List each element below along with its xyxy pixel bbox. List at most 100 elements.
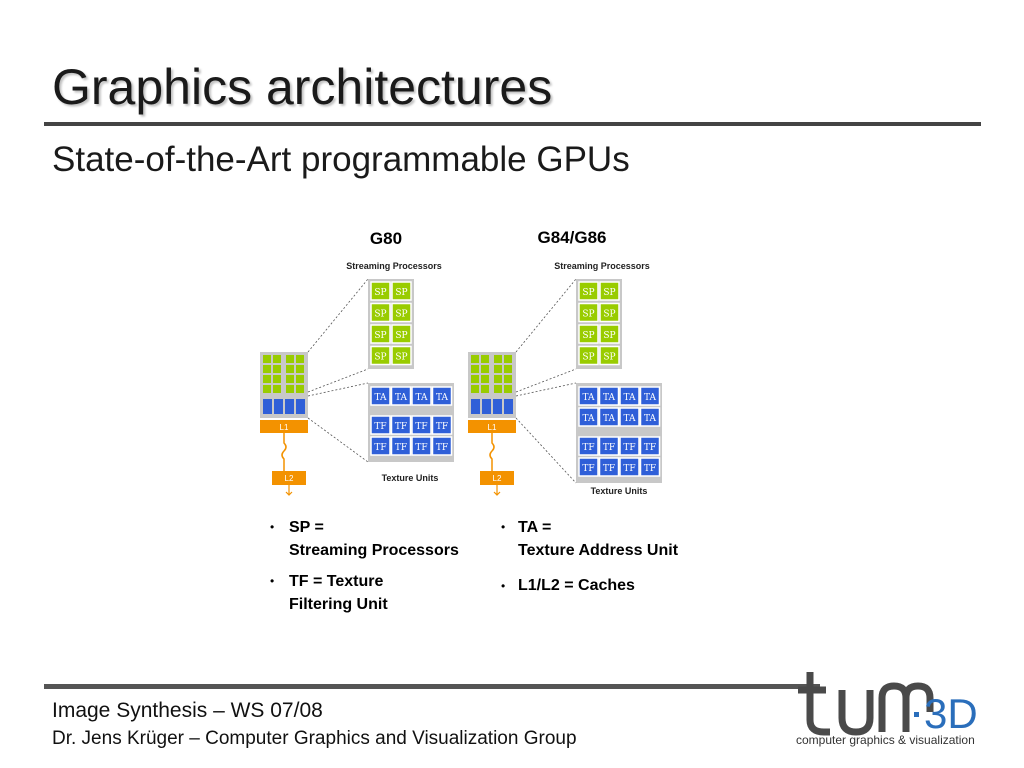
bullet-ta: TA =Texture Address Unit: [518, 519, 679, 559]
ta-cell: [578, 407, 599, 427]
chip-sp-cell: [273, 385, 281, 393]
tf-cell-label: TF: [644, 464, 656, 474]
chip-l2-cache: [480, 471, 514, 485]
ta-cell: [370, 386, 391, 406]
sp-cell-label: SP: [395, 331, 407, 341]
ta-cell-label: TA: [395, 393, 408, 403]
bullet-marker: •: [270, 574, 274, 588]
tf-cell-label: TF: [582, 443, 594, 453]
sp-cell: [578, 302, 599, 323]
chip-sp-cell: [481, 375, 489, 383]
sp-cell: [391, 281, 412, 301]
sp-cell-label: SP: [374, 310, 386, 320]
sp-cell-label: SP: [395, 353, 407, 363]
sp-cell-label: SP: [603, 353, 615, 363]
leader-line: [307, 278, 369, 353]
ta-cell: [598, 386, 620, 406]
ta-cell-label: TA: [623, 393, 636, 403]
chip-tex-cell: [471, 399, 480, 414]
sp-cell-label: SP: [582, 288, 594, 298]
chip-l1-cache: [260, 420, 308, 433]
chip-sp-cell: [494, 375, 502, 383]
bullet-sp: SP =Streaming Processors: [289, 519, 459, 559]
tf-cell: [370, 415, 391, 435]
sp-cell-label: SP: [603, 288, 615, 298]
ta-cell-label: TA: [644, 393, 657, 403]
bullet-marker: •: [501, 579, 505, 593]
l1-l2-connector: [281, 433, 287, 471]
tf-cell: [390, 436, 412, 456]
ta-cell-label: TA: [623, 414, 636, 424]
panel-sp-label-g84: Streaming Processors: [554, 261, 650, 271]
chip-sp-cell: [296, 365, 304, 373]
title-underline: [44, 122, 981, 126]
footer-course: Image Synthesis – WS 07/08: [52, 699, 323, 722]
ta-cell-label: TA: [582, 414, 595, 424]
bullet-caches: L1/L2 = Caches: [518, 577, 635, 594]
sp-cell-label: SP: [582, 353, 594, 363]
ta-cell: [578, 386, 599, 406]
logo-caption: computer graphics & visualization: [796, 733, 975, 747]
bullet-marker: •: [270, 520, 274, 534]
svg-text:3D: 3D: [924, 690, 978, 737]
chip-tex-cell: [493, 399, 502, 414]
leader-line: [307, 368, 369, 393]
tf-cell: [431, 436, 453, 456]
chip-tex-cell: [274, 399, 283, 414]
tf-cell: [598, 457, 620, 477]
chip-sp-cell: [286, 365, 294, 373]
tf-cell-label: TF: [644, 443, 656, 453]
ta-cell: [598, 407, 620, 427]
tf-cell: [370, 436, 391, 456]
leader-line: [515, 382, 577, 397]
tf-cell: [639, 457, 661, 477]
tf-cell: [619, 457, 640, 477]
sp-cell-label: SP: [395, 288, 407, 298]
sp-cell: [370, 302, 391, 323]
chip-sp-cell: [504, 355, 512, 363]
footer-rule: [44, 684, 820, 689]
ta-cell-label: TA: [436, 393, 449, 403]
ta-cell-label: TA: [582, 393, 595, 403]
chip-l2-label: L2: [493, 474, 502, 483]
l2-down-arrow: [493, 485, 501, 496]
tum3d-logo-icon: 3D: [798, 672, 978, 737]
tf-cell: [639, 436, 661, 456]
chip-tex-cell: [263, 399, 272, 414]
chip-sp-cell: [263, 355, 271, 363]
chip-sp-cell: [494, 385, 502, 393]
sp-cell-label: SP: [603, 310, 615, 320]
leader-line: [307, 382, 369, 397]
sp-cell: [599, 302, 620, 323]
sp-cell: [599, 324, 620, 344]
tf-cell: [411, 436, 432, 456]
tf-cell-label: TF: [436, 443, 448, 453]
ta-cell: [639, 407, 661, 427]
chip-sp-cell: [296, 385, 304, 393]
tf-cell-label: TF: [623, 464, 635, 474]
sp-cell: [370, 345, 391, 366]
chip-tex-cell: [296, 399, 305, 414]
chip-sp-cell: [494, 355, 502, 363]
ta-cell: [390, 386, 412, 406]
sp-cell: [599, 345, 620, 366]
chip-sp-cell: [471, 365, 479, 373]
chip-sp-cell: [286, 375, 294, 383]
tf-cell-label: TF: [603, 464, 615, 474]
leader-line: [515, 278, 577, 353]
chip-l1-label: L1: [488, 423, 497, 432]
leader-line: [515, 417, 577, 484]
chip-sp-cell: [494, 365, 502, 373]
sp-cell-label: SP: [582, 310, 594, 320]
chip-sp-cell: [504, 365, 512, 373]
chip-l1-cache: [468, 420, 516, 433]
slide-title: Graphics architectures: [52, 59, 553, 115]
sp-cell: [578, 324, 599, 344]
tf-cell-label: TF: [415, 422, 427, 432]
tf-cell-label: TF: [374, 422, 386, 432]
chip-sp-cell: [263, 385, 271, 393]
tf-cell: [619, 436, 640, 456]
chip-sp-cell: [296, 355, 304, 363]
